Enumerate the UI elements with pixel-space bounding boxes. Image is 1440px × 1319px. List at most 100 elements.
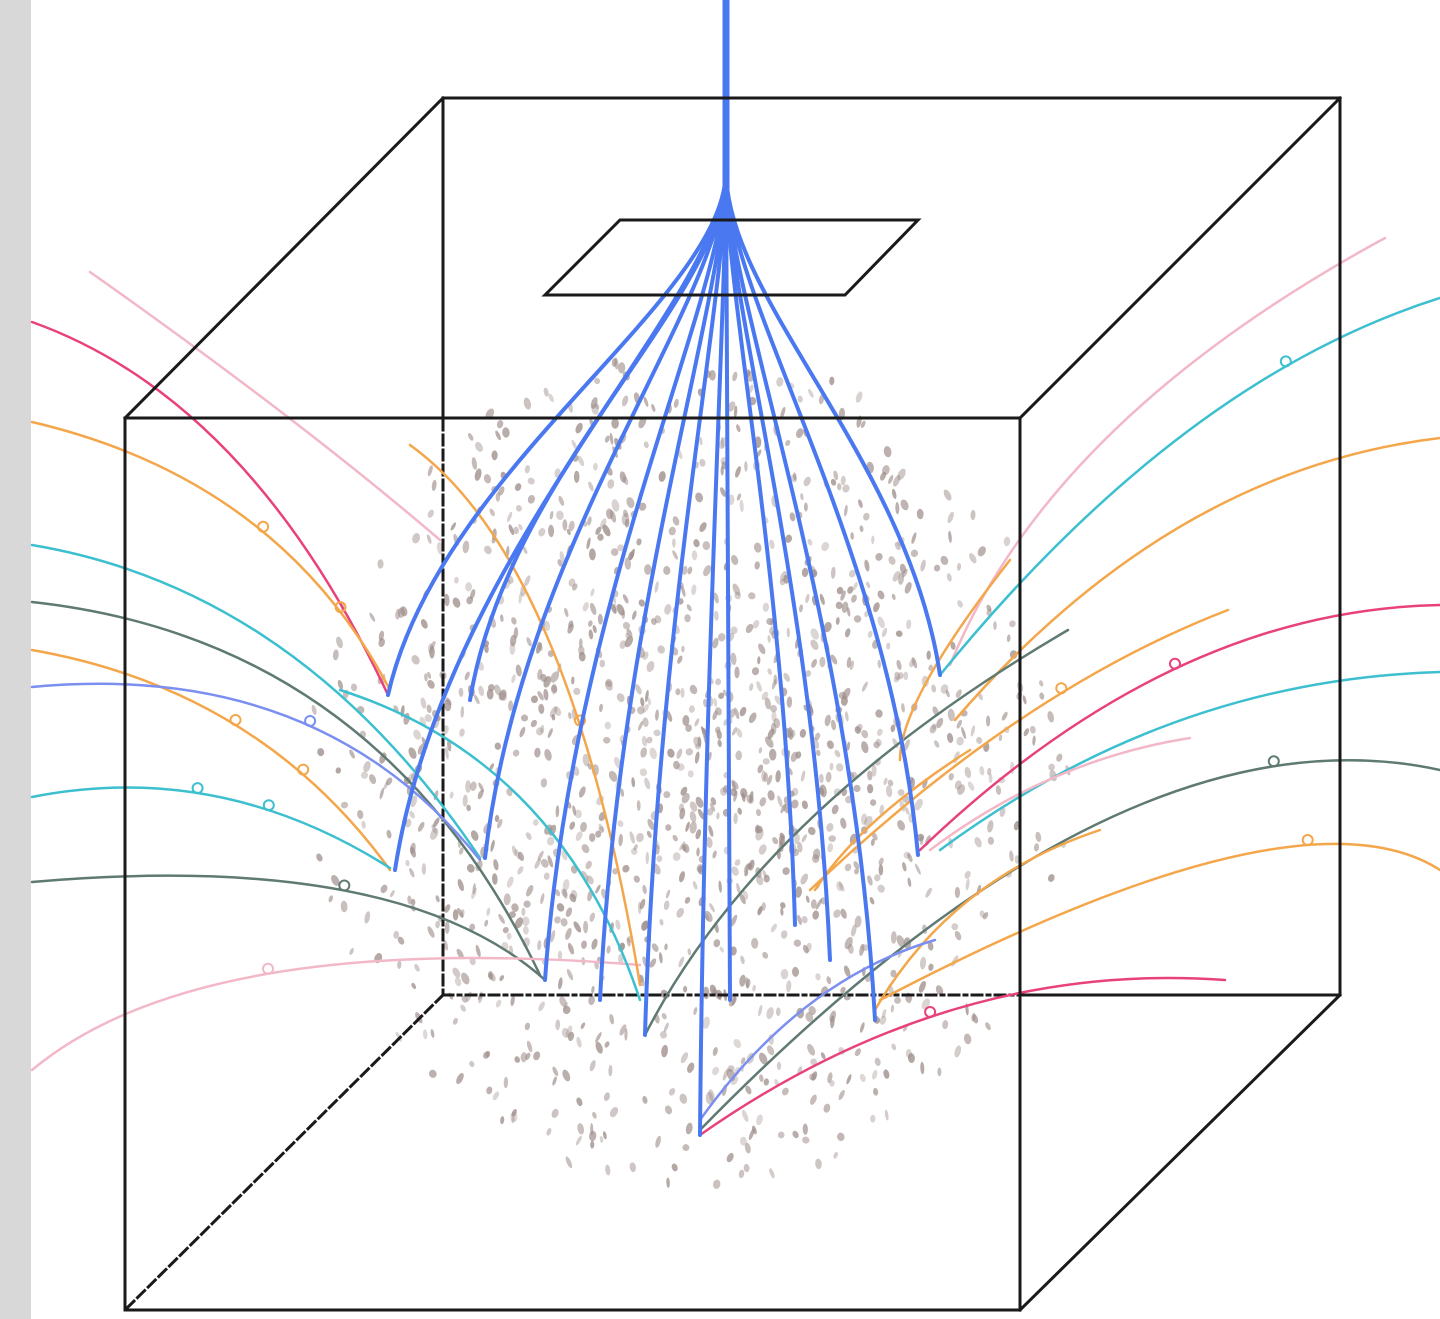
scatter-dot (888, 556, 896, 565)
scatter-dot (502, 926, 509, 934)
scatter-dot (937, 1067, 942, 1077)
scatter-dot (431, 824, 437, 834)
scatter-dot (574, 809, 582, 819)
scatter-dot (578, 638, 583, 648)
scatter-dot (678, 956, 685, 968)
scatter-dot (730, 652, 737, 665)
scatter-dot (950, 641, 956, 650)
scatter-dot (987, 767, 992, 776)
scatter-dot (685, 748, 694, 756)
scatter-dot (714, 610, 719, 621)
scatter-dot (508, 700, 514, 712)
scatter-dot (878, 857, 884, 866)
scatter-dot (1035, 831, 1042, 843)
scatter-dot (611, 358, 618, 367)
scatter-dot (854, 915, 862, 928)
scatter-dot (577, 1123, 585, 1135)
scatter-dot (676, 907, 685, 918)
scatter-dot (588, 995, 595, 1006)
scatter-dot (672, 834, 678, 842)
scatter-dot (864, 559, 870, 572)
scatter-dot (738, 1169, 745, 1179)
scatter-dot (643, 441, 649, 449)
scatter-dot (759, 797, 767, 807)
scatter-dot (773, 674, 778, 685)
scatter-dot (661, 1013, 667, 1020)
scatter-dot (905, 1049, 912, 1059)
scatter-dot (534, 747, 541, 758)
scatter-dot (672, 516, 680, 526)
scatter-dot (826, 976, 832, 985)
scatter-dot (797, 395, 803, 403)
scatter-dot (617, 362, 626, 374)
scatter-dot (377, 559, 384, 569)
scatter-dot (956, 562, 962, 571)
scatter-dot (511, 845, 517, 857)
scatter-dot (460, 706, 465, 718)
scatter-dot (559, 996, 567, 1008)
scatter-dot (515, 505, 522, 512)
scatter-dot (663, 900, 670, 911)
scatter-dot (812, 848, 821, 860)
scatter-dot (875, 709, 883, 718)
scatter-dot (655, 1135, 661, 1148)
scatter-dot (585, 860, 592, 870)
scatter-dot (749, 791, 754, 803)
scatter-dot (1047, 711, 1054, 723)
scatter-dot (641, 735, 648, 747)
scatter-dot (892, 475, 901, 487)
scatter-dot (873, 602, 880, 613)
scatter-dot (571, 676, 575, 685)
scatter-dot (663, 566, 671, 575)
scatter-dot (823, 621, 832, 633)
scatter-dot (844, 863, 852, 872)
scatter-dot (766, 1045, 775, 1056)
scatter-dot (526, 637, 532, 647)
scatter-dot (702, 1016, 710, 1029)
scatter-dot (454, 977, 462, 987)
scatter-dot (891, 1043, 897, 1051)
scatter-dot (502, 427, 510, 438)
scatter-dot (715, 678, 722, 686)
particle-track (30, 600, 542, 977)
scatter-dot (491, 873, 498, 885)
scatter-dot (520, 1052, 528, 1063)
track-curl (334, 601, 347, 614)
scatter-dot (768, 748, 777, 761)
scatter-dot (781, 1087, 789, 1096)
scatter-dot (840, 817, 847, 829)
scatter-dot (620, 788, 625, 797)
scatter-dot (838, 882, 845, 892)
scatter-dot (588, 548, 596, 561)
scatter-dot (780, 406, 786, 419)
scatter-dot (548, 393, 554, 403)
scatter-dot (514, 849, 521, 860)
scatter-dot (875, 552, 883, 561)
scatter-dot (906, 619, 912, 630)
scatter-dot (993, 621, 997, 630)
scatter-dot (776, 377, 784, 387)
scatter-dot (511, 674, 516, 683)
scatter-dot (986, 604, 992, 612)
scatter-dot (459, 728, 465, 737)
scatter-dot (694, 751, 700, 764)
scatter-dot (503, 893, 511, 906)
scatter-dot (767, 728, 775, 740)
scatter-dot (744, 461, 748, 472)
scatter-dot (604, 721, 612, 730)
scatter-dot (986, 715, 991, 727)
beam-strand (724, 168, 832, 962)
scatter-dot (786, 980, 792, 993)
scatter-dot (877, 884, 885, 893)
scatter-dot (714, 726, 721, 734)
scatter-dot (610, 548, 619, 556)
scatter-dot (447, 739, 452, 752)
scatter-dot (835, 617, 840, 625)
scatter-dot (775, 770, 781, 783)
scatter-dot (496, 420, 504, 429)
scatter-dot (1009, 620, 1016, 628)
scatter-dot (766, 1007, 774, 1020)
scatter-dot (767, 790, 775, 801)
scatter-dot (649, 958, 657, 968)
